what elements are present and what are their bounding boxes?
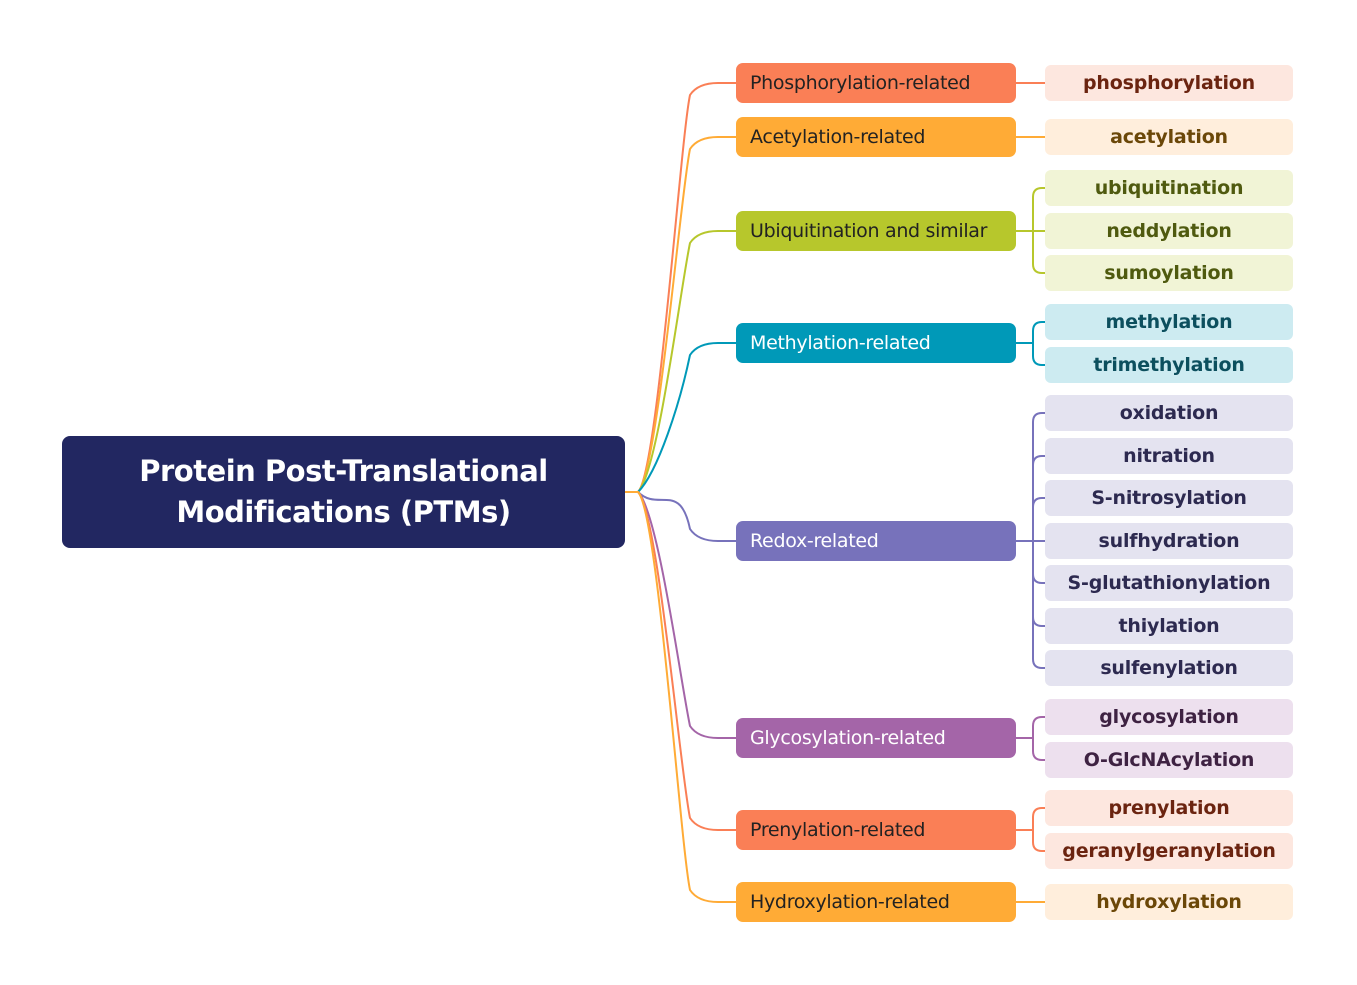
branch-label: Ubiquitination and similar	[750, 220, 988, 242]
branch-phosphorylation-related[interactable]: Phosphorylation-related	[736, 63, 1016, 103]
leaf-label: neddylation	[1106, 220, 1232, 242]
connector-ubiquitination-and-similar	[625, 230, 736, 493]
connector-hydroxylation-related	[625, 491, 736, 903]
branch-prenylation-related[interactable]: Prenylation-related	[736, 810, 1016, 850]
leaf-hydroxylation[interactable]: hydroxylation	[1045, 884, 1293, 920]
connector-leaf-s-nitrosylation	[1032, 497, 1045, 541]
leaf-label: S-nitrosylation	[1091, 487, 1247, 509]
leaf-oxidation[interactable]: oxidation	[1045, 395, 1293, 431]
leaf-ubiquitination[interactable]: ubiquitination	[1045, 170, 1293, 206]
connector-phosphorylation-related	[625, 82, 736, 493]
leaf-label: acetylation	[1110, 126, 1228, 148]
connector-leaf-oxidation	[1032, 412, 1045, 541]
connector-acetylation-related	[625, 136, 736, 493]
connector-glycosylation-related	[625, 491, 736, 739]
branch-acetylation-related[interactable]: Acetylation-related	[736, 117, 1016, 157]
leaf-o-glcnacylation[interactable]: O-GlcNAcylation	[1045, 742, 1293, 778]
leaf-label: ubiquitination	[1094, 177, 1244, 199]
leaf-s-nitrosylation[interactable]: S-nitrosylation	[1045, 480, 1293, 516]
leaf-label: oxidation	[1119, 402, 1219, 424]
branch-label: Phosphorylation-related	[750, 72, 971, 94]
leaf-sumoylation[interactable]: sumoylation	[1045, 255, 1293, 291]
root-title-line-1: Protein Post-Translational	[139, 454, 548, 488]
leaf-acetylation[interactable]: acetylation	[1045, 119, 1293, 155]
connector-leaf-o-glcnacylation	[1032, 738, 1045, 761]
leaf-label: geranylgeranylation	[1062, 840, 1276, 862]
branch-redox-related[interactable]: Redox-related	[736, 521, 1016, 561]
branch-glycosylation-related[interactable]: Glycosylation-related	[736, 718, 1016, 758]
leaf-sulfenylation[interactable]: sulfenylation	[1045, 650, 1293, 686]
leaf-phosphorylation[interactable]: phosphorylation	[1045, 65, 1293, 101]
leaf-geranylgeranylation[interactable]: geranylgeranylation	[1045, 833, 1293, 869]
branch-methylation-related[interactable]: Methylation-related	[736, 323, 1016, 363]
leaf-thiylation[interactable]: thiylation	[1045, 608, 1293, 644]
connector-prenylation-related	[625, 491, 736, 831]
leaf-label: phosphorylation	[1083, 72, 1255, 94]
leaf-label: S-glutathionylation	[1067, 572, 1271, 594]
leaf-nitration[interactable]: nitration	[1045, 438, 1293, 474]
connector-leaf-methylation	[1032, 321, 1045, 343]
connector-leaf-sulfenylation	[1032, 541, 1045, 669]
branch-ubiquitination-and-similar[interactable]: Ubiquitination and similar	[736, 211, 1016, 251]
connector-leaf-glycosylation	[1032, 716, 1045, 738]
leaf-label: trimethylation	[1093, 354, 1245, 376]
leaf-glycosylation[interactable]: glycosylation	[1045, 699, 1293, 735]
branch-label: Prenylation-related	[750, 819, 926, 841]
root-title-line-2: Modifications (PTMs)	[176, 495, 511, 529]
connector-methylation-related	[625, 342, 736, 493]
leaf-label: prenylation	[1108, 797, 1230, 819]
leaf-sulfhydration[interactable]: sulfhydration	[1045, 523, 1293, 559]
branch-hydroxylation-related[interactable]: Hydroxylation-related	[736, 882, 1016, 922]
leaf-label: thiylation	[1118, 615, 1220, 637]
leaf-label: sulfhydration	[1098, 530, 1240, 552]
connector-leaf-geranylgeranylation	[1032, 830, 1045, 852]
connector-leaf-sumoylation	[1032, 231, 1045, 274]
leaf-label: methylation	[1105, 311, 1233, 333]
leaf-trimethylation[interactable]: trimethylation	[1045, 347, 1293, 383]
branch-label: Glycosylation-related	[750, 727, 946, 749]
branch-label: Redox-related	[750, 530, 879, 552]
connector-redox-related	[625, 491, 736, 542]
leaf-label: sumoylation	[1104, 262, 1234, 284]
leaf-neddylation[interactable]: neddylation	[1045, 213, 1293, 249]
leaf-label: glycosylation	[1099, 706, 1239, 728]
connector-leaf-prenylation	[1032, 807, 1045, 830]
connector-leaf-ubiquitination	[1032, 187, 1045, 231]
branch-label: Hydroxylation-related	[750, 891, 950, 913]
leaf-label: sulfenylation	[1100, 657, 1238, 679]
leaf-label: O-GlcNAcylation	[1083, 749, 1255, 771]
connector-leaf-nitration	[1032, 455, 1045, 541]
connector-leaf-trimethylation	[1032, 343, 1045, 366]
connector-leaf-s-glutathionylation	[1032, 541, 1045, 584]
root-topic[interactable]: Protein Post-Translational Modifications…	[62, 436, 625, 548]
branch-label: Acetylation-related	[750, 126, 926, 148]
leaf-prenylation[interactable]: prenylation	[1045, 790, 1293, 826]
leaf-s-glutathionylation[interactable]: S-glutathionylation	[1045, 565, 1293, 601]
branch-label: Methylation-related	[750, 332, 931, 354]
leaf-methylation[interactable]: methylation	[1045, 304, 1293, 340]
leaf-label: nitration	[1123, 445, 1215, 467]
leaf-label: hydroxylation	[1096, 891, 1242, 913]
